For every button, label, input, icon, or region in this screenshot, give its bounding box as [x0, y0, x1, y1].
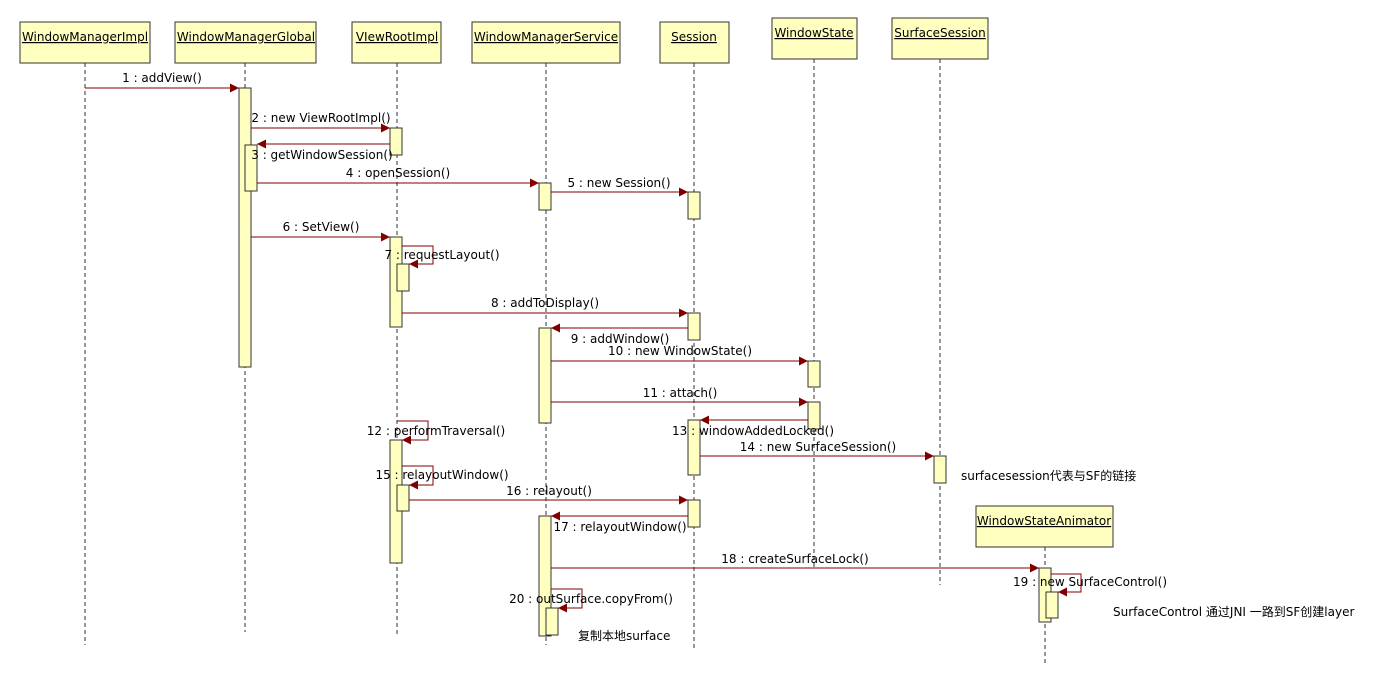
message-label: 19 : new SurfaceControl(): [1013, 575, 1167, 589]
activation-session-3: [687, 419, 701, 476]
activation-wsa-nested: [1045, 591, 1059, 619]
message-17: 17 : relayoutWindow(): [551, 511, 688, 534]
message-6: 6 : SetView(): [251, 220, 390, 242]
activation-wmg-nested: [244, 144, 258, 192]
activation-wms-3: [538, 515, 552, 637]
message-8: 8 : addToDisplay(): [402, 296, 688, 318]
message-13: 13 : windowAddedLocked(): [672, 415, 834, 438]
message-15: 15 : relayoutWindow(): [375, 465, 509, 490]
message-11: 11 : attach(): [551, 386, 808, 407]
message-label: 1 : addView(): [122, 71, 202, 85]
message-label: 4 : openSession(): [346, 166, 450, 180]
message-3: 3 : getWindowSession(): [251, 139, 393, 162]
message-label: 14 : new SurfaceSession(): [740, 440, 896, 454]
participant-surfacesession: SurfaceSession: [891, 17, 989, 60]
participant-windowstateanimator: WindowStateAnimator: [975, 505, 1114, 548]
message-label: 5 : new Session(): [567, 176, 670, 190]
message-label: 13 : windowAddedLocked(): [672, 424, 834, 438]
message-label: 11 : attach(): [643, 386, 718, 400]
message-label: 3 : getWindowSession(): [251, 148, 392, 162]
message-12: 12 : performTraversal(): [367, 420, 505, 445]
participant-label: WindowManagerService: [474, 30, 618, 44]
participant-windowmanagerglobal: WindowManagerGlobal: [174, 21, 317, 64]
message-label: 10 : new WindowState(): [608, 344, 752, 358]
participant-label: WindowManagerImpl: [22, 30, 148, 44]
message-label: 9 : addWindow(): [571, 332, 670, 346]
activation-vri-2-nested: [396, 263, 410, 292]
message-label: 12 : performTraversal(): [367, 424, 505, 438]
participant-windowmanagerservice: WindowManagerService: [471, 21, 621, 64]
message-20: 20 : outSurface.copyFrom(): [509, 588, 673, 613]
activation-windowstate-1: [807, 360, 821, 388]
message-label: 7 : requestLayout(): [384, 248, 499, 262]
participant-label: SurfaceSession: [894, 26, 986, 40]
message-label: 17 : relayoutWindow(): [553, 520, 686, 534]
message-14: 14 : new SurfaceSession(): [700, 440, 934, 461]
activation-surfacesession: [933, 455, 947, 484]
activation-session-1: [687, 191, 701, 220]
note-surfacesession: surfacesession代表与SF的链接: [961, 468, 1136, 483]
message-label: 20 : outSurface.copyFrom(): [509, 592, 673, 606]
activation-session-2: [687, 312, 701, 341]
message-label: 8 : addToDisplay(): [491, 296, 599, 310]
message-2: 2 : new ViewRootImpl(): [251, 111, 391, 133]
message-label: 2 : new ViewRootImpl(): [251, 111, 390, 125]
message-label: 15 : relayoutWindow(): [375, 468, 508, 482]
participant-label: VIewRootImpl: [356, 30, 438, 44]
participant-session: Session: [659, 21, 730, 64]
message-7: 7 : requestLayout(): [384, 245, 500, 269]
participant-label: WindowManagerGlobal: [177, 30, 315, 44]
participant-label: WindowStateAnimator: [977, 514, 1111, 528]
note-surfacecontrol: SurfaceControl 通过JNI 一路到SF创建layer: [1113, 604, 1354, 619]
message-label: 6 : SetView(): [283, 220, 360, 234]
message-label: 18 : createSurfaceLock(): [721, 552, 868, 566]
participant-windowmanagerimpl: WindowManagerImpl: [19, 21, 151, 64]
activation-wms-2: [538, 327, 552, 424]
message-9: 9 : addWindow(): [551, 323, 688, 346]
message-4: 4 : openSession(): [257, 166, 539, 188]
participant-windowstate: WindowState: [771, 17, 858, 60]
activation-vri-1: [389, 127, 403, 156]
note-copy-surface: 复制本地surface: [578, 629, 670, 643]
message-19: 19 : new SurfaceControl(): [1013, 573, 1167, 597]
activation-windowstate-2: [807, 401, 821, 430]
participant-label: WindowState: [774, 26, 853, 40]
activation-wms-1: [538, 182, 552, 211]
message-label: 16 : relayout(): [506, 484, 592, 498]
message-1: 1 : addView(): [85, 71, 239, 93]
activation-wms-3-nested: [545, 607, 559, 636]
activation-session-4: [687, 499, 701, 528]
message-10: 10 : new WindowState(): [551, 344, 808, 366]
activation-wmg: [238, 87, 252, 368]
message-18: 18 : createSurfaceLock(): [551, 552, 1039, 573]
message-16: 16 : relayout(): [409, 484, 688, 505]
activation-vri-3-nested: [396, 484, 410, 512]
message-5: 5 : new Session(): [551, 176, 688, 197]
participant-label: Session: [671, 30, 717, 44]
participant-viewrootimpl: VIewRootImpl: [351, 21, 442, 64]
